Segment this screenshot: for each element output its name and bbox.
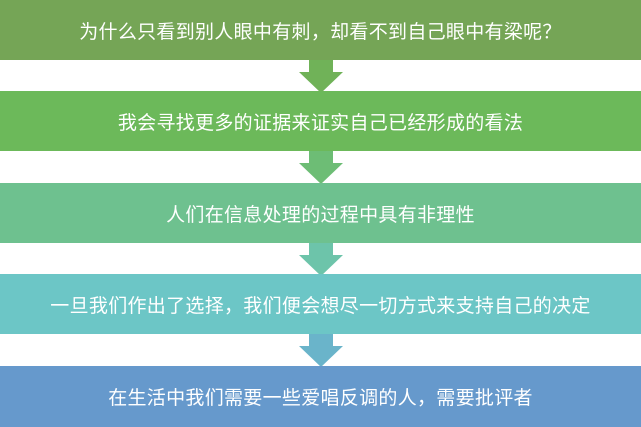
step-2-text: 我会寻找更多的证据来证实自己已经形成的看法 (117, 111, 524, 134)
step-3-box: 人们在信息处理的过程中具有非理性 (0, 183, 641, 243)
step-4-text: 一旦我们作出了选择，我们便会想尽一切方式来支持自己的决定 (50, 294, 591, 317)
step-5-text: 在生活中我们需要一些爱唱反调的人，需要批评者 (108, 387, 533, 409)
down-arrow-icon-4 (299, 334, 343, 367)
step-4-box: 一旦我们作出了选择，我们便会想尽一切方式来支持自己的决定 (0, 274, 641, 334)
step-2-box: 我会寻找更多的证据来证实自己已经形成的看法 (0, 91, 641, 151)
down-arrow-icon-2 (299, 151, 343, 184)
step-1-box: 为什么只看到别人眼中有刺，却看不到自己眼中有梁呢？ (0, 0, 641, 60)
down-arrow-icon-3 (299, 243, 343, 276)
step-1-text: 为什么只看到别人眼中有刺，却看不到自己眼中有梁呢？ (79, 20, 562, 43)
down-arrow-icon-1 (299, 60, 343, 93)
step-5-box: 在生活中我们需要一些爱唱反调的人，需要批评者 (0, 366, 641, 427)
step-3-text: 人们在信息处理的过程中具有非理性 (166, 203, 475, 226)
